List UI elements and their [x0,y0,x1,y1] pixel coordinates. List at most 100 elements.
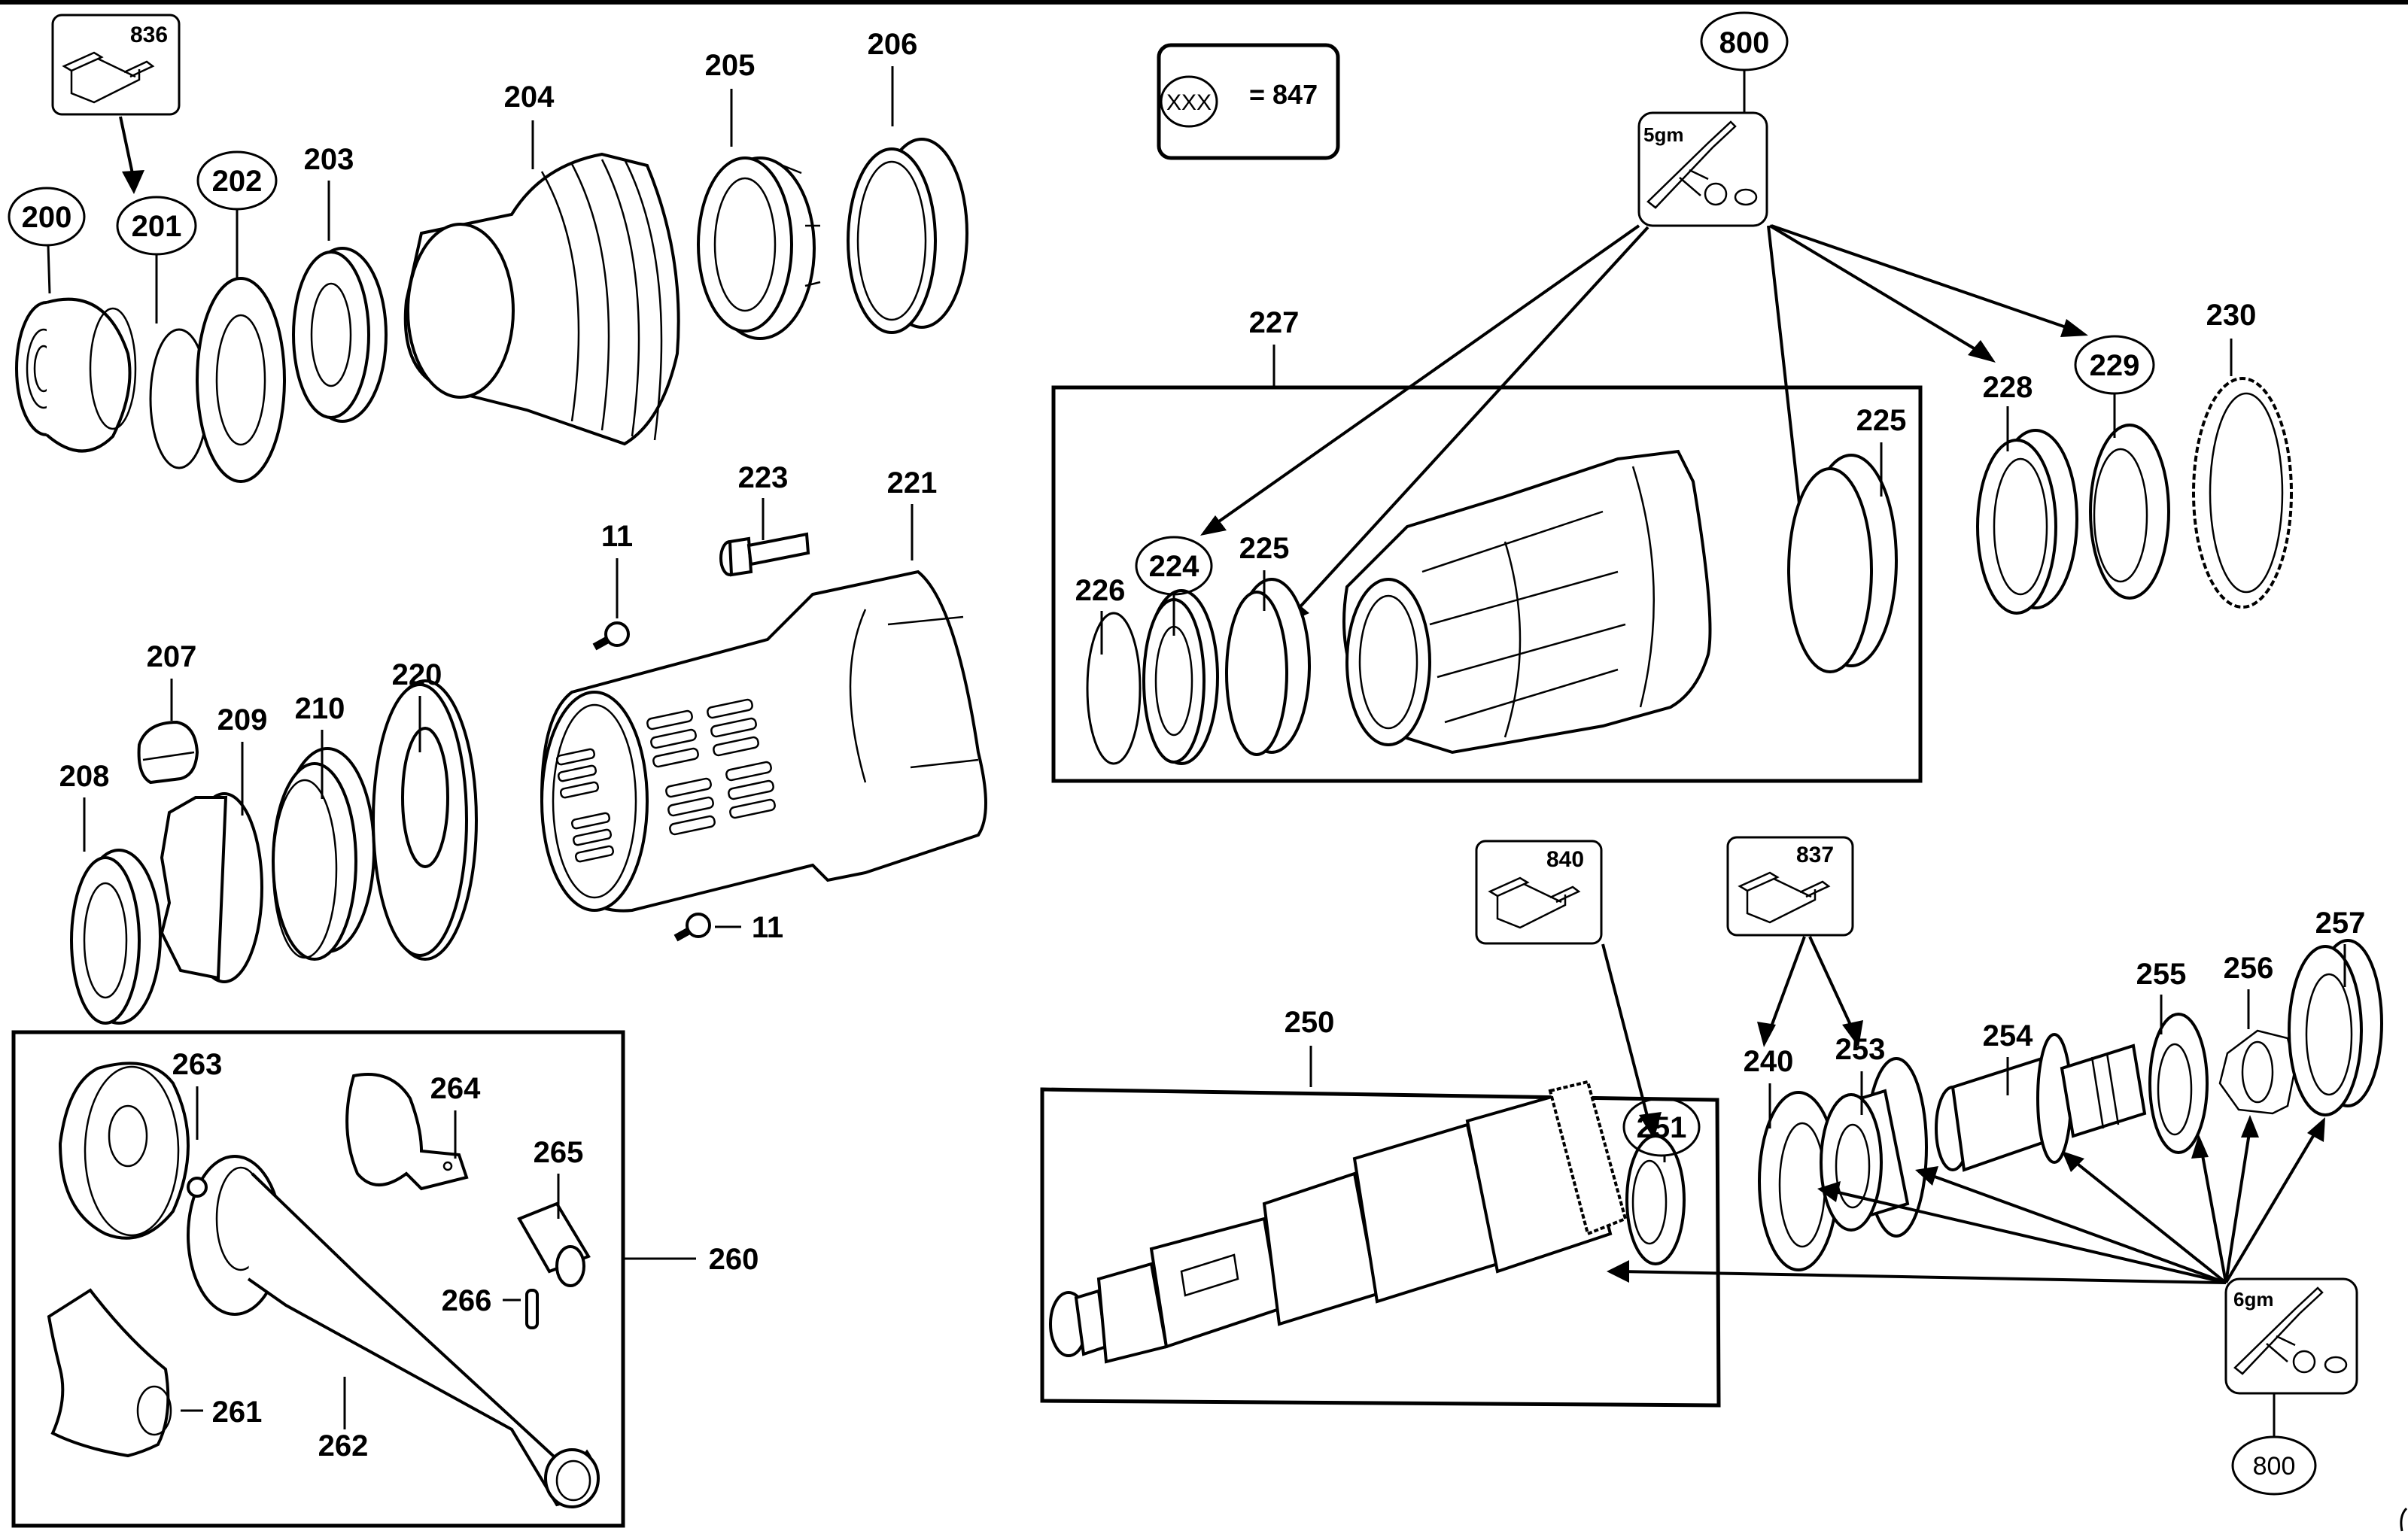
part-220[interactable] [372,679,478,961]
part-200[interactable] [15,297,137,453]
part-207[interactable] [137,720,199,785]
label-253: 253 [1835,1033,1886,1066]
label-255: 255 [2136,958,2187,991]
label-202: 202 [212,165,263,198]
callout-circle-251 [1622,1097,1701,1157]
part-250-spindle[interactable] [1049,1080,1628,1364]
part-265[interactable] [517,1201,591,1287]
part-263[interactable] [58,1062,190,1240]
label-221: 221 [887,466,938,500]
callout-circle-200 [8,187,86,247]
part-264[interactable] [345,1073,469,1191]
label-223: 223 [738,461,789,494]
kit-836-label: 836 [130,23,168,47]
part-203[interactable] [292,247,388,423]
label-264: 264 [430,1072,481,1105]
callout-circle-800-bottom [2231,1435,2317,1496]
part-225-right[interactable] [1787,454,1898,673]
part-229[interactable] [2089,424,2170,600]
label-225-left: 225 [1239,532,1290,565]
part-256[interactable] [2218,1029,2297,1115]
part-223[interactable] [719,532,810,577]
grease-gun-icon [2233,1286,2348,1375]
part-261[interactable] [47,1288,172,1458]
label-230: 230 [2206,299,2257,332]
grease-gun-icon [1646,120,1758,209]
part-204[interactable] [403,152,680,446]
part-257[interactable] [2288,939,2383,1116]
group-box-250 [1040,1087,1721,1408]
part-11-top[interactable] [592,621,630,651]
legend-box: XXX = 847 [1157,43,1340,160]
part-206[interactable] [847,138,968,334]
label-225-right: 225 [1856,404,1907,437]
label-251: 251 [1637,1111,1687,1144]
grease-kit-5gm[interactable]: 5gm [1637,111,1768,227]
label-260: 260 [709,1243,759,1276]
label-240: 240 [1744,1045,1794,1078]
arrow-head [122,170,144,194]
grease-amount-top: 5gm [1643,123,1683,146]
grease-amount-bottom: 6gm [2233,1288,2273,1311]
part-262[interactable] [187,1155,600,1508]
part-226[interactable] [1086,612,1142,765]
part-251[interactable] [1625,1134,1686,1265]
arrow-head [1639,1112,1662,1140]
part-228[interactable] [1976,429,2078,615]
label-254: 254 [1983,1019,2033,1052]
label-11-top: 11 [601,520,633,553]
label-11-bottom: 11 [752,911,783,944]
part-224[interactable] [1142,589,1219,765]
gear-housing[interactable] [1342,449,1712,755]
label-201: 201 [132,210,182,243]
kit-837-label: 837 [1796,843,1834,867]
label-227: 227 [1249,306,1300,339]
legend-symbol: XXX [1166,90,1212,115]
part-266[interactable] [525,1289,539,1329]
grease-kit-6gm[interactable]: 6gm [2224,1277,2358,1395]
arrow-head [1968,340,1996,363]
part-208[interactable] [70,849,162,1025]
label-263: 263 [172,1048,223,1081]
kit-840[interactable]: 840 [1475,840,1603,945]
arrow-head [1842,1020,1863,1047]
label-205: 205 [705,49,756,82]
tool-kit-icon [1738,871,1831,924]
label-228: 228 [1983,371,2033,404]
label-256: 256 [2224,952,2274,985]
label-262: 262 [318,1429,369,1463]
arrow-head [1757,1022,1776,1047]
part-205[interactable] [697,156,821,340]
part-210[interactable] [272,747,375,961]
label-800-top: 800 [1719,26,1770,59]
group-box-227 [1051,385,1923,783]
edge-fragment [2400,1507,2408,1532]
part-209[interactable] [160,792,263,983]
grease-arrows-bottom [1607,1115,2325,1284]
part-255[interactable] [2148,1013,2209,1154]
arrow-head [2060,319,2088,337]
label-266: 266 [442,1284,492,1317]
part-254[interactable] [1935,1033,2147,1172]
label-220: 220 [392,658,442,691]
label-200: 200 [22,201,72,234]
part-11-bottom[interactable] [673,913,711,942]
part-221[interactable] [540,570,987,913]
part-225-left[interactable] [1225,578,1311,756]
part-202[interactable] [196,277,286,483]
label-265: 265 [534,1136,584,1169]
label-204: 204 [504,80,555,114]
label-229: 229 [2090,349,2140,382]
kit-836[interactable]: 836 [51,14,181,116]
tool-kit-icon [1488,876,1581,929]
label-209: 209 [217,703,268,737]
kit-837[interactable]: 837 [1726,836,1854,937]
part-230[interactable] [2192,377,2293,609]
label-224: 224 [1149,550,1199,583]
label-800-bottom: 800 [2253,1452,2296,1481]
label-208: 208 [59,760,110,793]
label-210: 210 [295,692,345,725]
label-257: 257 [2315,907,2366,940]
